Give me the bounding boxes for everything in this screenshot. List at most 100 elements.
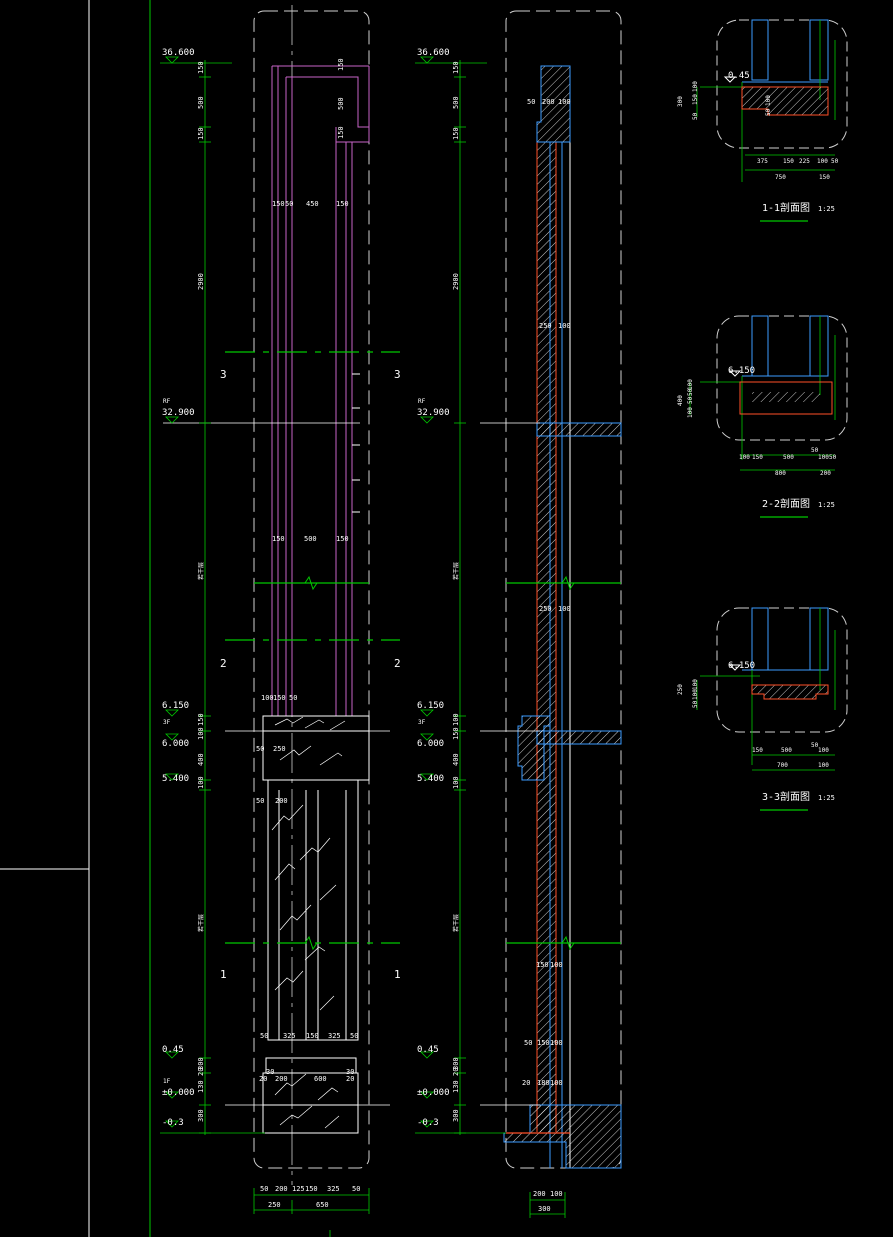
level-label: 6.150	[162, 701, 189, 711]
section-2-2-cornice-hatch	[752, 392, 820, 402]
dim-text: 400	[452, 753, 460, 766]
dim-text: 150	[197, 713, 205, 726]
dim-text: 100	[197, 776, 205, 789]
level-label: 5.400	[417, 774, 444, 784]
dim-text: 20	[197, 1068, 205, 1076]
section-level: 6.150	[728, 366, 755, 376]
dim-text: 150	[197, 127, 205, 140]
dim-text: 100	[452, 713, 460, 726]
dim-text: 300	[452, 1057, 460, 1070]
dim-text: 150	[336, 535, 349, 543]
right-elevation-horizontal-dims: 50 200 100 250 100 250 100 150 100 50 15…	[522, 98, 571, 1087]
dim-text: 400	[197, 753, 205, 766]
section-3-3-cornice	[751, 684, 829, 700]
dim-text: 150	[272, 535, 285, 543]
dim-text: 500	[337, 97, 345, 110]
svg-text:100: 100	[692, 81, 699, 92]
dim-text: 500	[452, 96, 460, 109]
right-elevation-level-labels: 36.600 RF 32.900 6.150 3F 6.000 5.400 0.…	[417, 48, 450, 1128]
svg-text:375: 375	[757, 158, 768, 165]
dim-text: 250	[268, 1201, 281, 1209]
section-mark: 1	[220, 968, 227, 981]
left-elevation-ticks	[352, 373, 360, 513]
left-elevation-section-marks: 3 3 2 2 1 1	[220, 368, 401, 981]
dim-text: 100	[261, 694, 274, 702]
dim-text: 若干层	[452, 562, 460, 580]
section-mark: 3	[220, 368, 227, 381]
section-1-1: 0.45 300 50 150 100 50 100 375 150 225 1…	[677, 19, 848, 222]
dim-text: 325	[328, 1032, 341, 1040]
svg-text:150: 150	[752, 454, 763, 461]
section-1-1-cornice	[741, 86, 829, 116]
floor-label: RF	[163, 398, 171, 405]
dim-text: 若干层	[197, 914, 205, 932]
section-1-1-dimlines	[696, 87, 835, 171]
dim-text: 200	[275, 1075, 288, 1083]
svg-text:100: 100	[817, 158, 828, 165]
svg-text:225: 225	[799, 158, 810, 165]
section-level: 6.150	[728, 661, 755, 671]
floor-label: 3F	[163, 719, 171, 726]
level-label: 36.600	[417, 48, 450, 58]
dim-text: 50	[350, 1032, 358, 1040]
left-elevation: 36.600 RF 32.900 6.150 3F 6.000 5.400 0.…	[160, 5, 401, 1237]
svg-text:100: 100	[739, 454, 750, 461]
svg-text:750: 750	[775, 174, 786, 181]
level-label: ±0.000	[162, 1088, 195, 1098]
svg-text:50: 50	[765, 108, 772, 116]
svg-text:250: 250	[677, 684, 684, 695]
svg-text:700: 700	[777, 762, 788, 769]
dim-text: 130	[452, 1080, 460, 1093]
dim-text: 2900	[452, 273, 460, 290]
svg-text:200: 200	[820, 470, 831, 477]
dim-text: 100	[558, 98, 571, 106]
right-elevation-vertical-dims: 150 500 150 2900 若干层 100 150 400 100 若干层…	[452, 61, 460, 1122]
dim-text: 650	[316, 1201, 329, 1209]
left-elevation-break-mark-lower	[304, 935, 318, 951]
right-elevation: 36.600 RF 32.900 6.150 3F 6.000 5.400 0.…	[415, 10, 622, 1218]
section-3-3-level-marker	[728, 664, 742, 671]
svg-text:50: 50	[831, 158, 839, 165]
dim-text: 150	[452, 61, 460, 74]
dim-text: 200	[275, 797, 288, 805]
dim-text: 20	[346, 1075, 354, 1083]
dim-text: 150	[452, 727, 460, 740]
dim-text: 500	[197, 96, 205, 109]
dim-text: 100	[558, 605, 571, 613]
left-elevation-bottom-dim-texts: 50 200 125 150 325 50 250 650	[260, 1185, 360, 1209]
section-2-2-dimlines	[689, 382, 835, 471]
dim-text: 600	[314, 1075, 327, 1083]
level-label: 6.000	[162, 739, 189, 749]
dim-text: 30	[266, 1068, 274, 1076]
dim-text: 130	[197, 1080, 205, 1093]
dim-text: 150	[537, 1039, 550, 1047]
left-elevation-columns	[271, 65, 370, 716]
section-scale: 1:25	[818, 205, 835, 213]
floor-label: RF	[418, 398, 426, 405]
left-elevation-horizontal-dims: 150 500 150 150 50 450 150 150 500 150 1…	[256, 58, 358, 1083]
dim-text: 2900	[197, 273, 205, 290]
dim-text: 100	[550, 1190, 563, 1198]
section-mark: 2	[220, 657, 227, 670]
left-elevation-outline	[253, 10, 370, 1169]
dim-text: 250	[273, 745, 286, 753]
dim-text: 200	[533, 1190, 546, 1198]
right-wall-hatch	[537, 142, 556, 1132]
dim-text: 150	[536, 961, 549, 969]
svg-text:150: 150	[692, 94, 699, 105]
svg-text:150: 150	[783, 158, 794, 165]
svg-text:400: 400	[677, 395, 684, 406]
section-3-3-dimlines	[696, 680, 835, 771]
svg-text:100: 100	[818, 747, 829, 754]
svg-text:50: 50	[811, 742, 819, 749]
svg-text:100: 100	[765, 95, 772, 106]
left-elevation-level-lines	[163, 422, 390, 1106]
dim-text: 300	[197, 1057, 205, 1070]
right-wall-edges	[536, 66, 571, 1168]
dim-text: 150	[337, 126, 345, 139]
level-label: 0.45	[417, 1045, 439, 1055]
dim-text: 30	[346, 1068, 354, 1076]
right-elevation-level-lines	[480, 422, 540, 1106]
section-title: 3-3剖面图	[762, 790, 810, 803]
dim-text: 325	[283, 1032, 296, 1040]
